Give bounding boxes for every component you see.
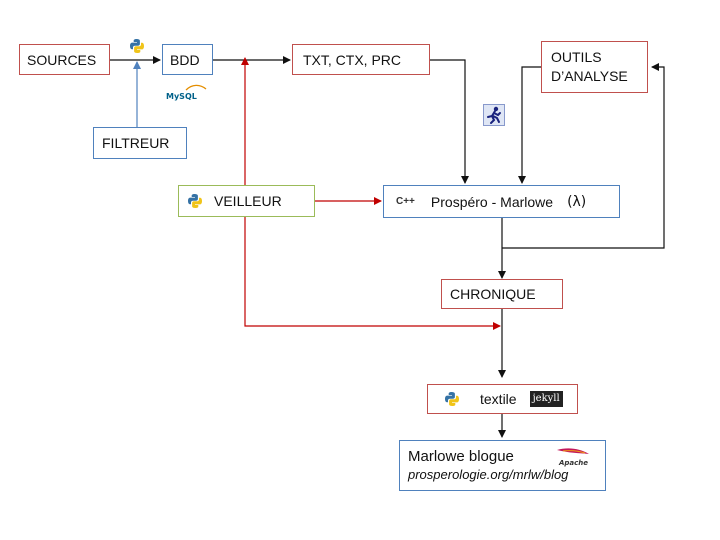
edge-veilleur-chronique xyxy=(244,216,501,330)
node-chronique: CHRONIQUE xyxy=(441,279,563,309)
node-prospero-lambda: (λ) xyxy=(567,193,587,210)
node-veilleur: VEILLEUR xyxy=(178,185,315,217)
node-sources-label: SOURCES xyxy=(27,51,97,68)
node-filtreur-label: FILTREUR xyxy=(102,135,170,151)
node-outils: OUTILS D’ANALYSE xyxy=(541,41,648,93)
edge-prospero-outils xyxy=(502,63,665,249)
node-prospero: C++ Prospéro - Marlowe (λ) xyxy=(383,185,620,218)
node-blog-url[interactable]: prosperologie.org/mrlw/blog xyxy=(408,466,569,482)
node-blog: Marlowe blogue prosperologie.org/mrlw/bl… xyxy=(399,440,606,491)
node-txt-label: TXT, CTX, PRC xyxy=(303,51,402,68)
node-blog-title: Marlowe blogue xyxy=(408,447,514,465)
python-icon xyxy=(188,194,202,208)
runner-icon xyxy=(483,104,505,126)
node-bdd: BDD xyxy=(162,44,213,75)
python-icon xyxy=(445,392,459,406)
mysql-logo: MySQL xyxy=(164,84,208,102)
node-outils-label-1: OUTILS xyxy=(551,49,602,65)
node-textile-label: textile xyxy=(480,391,517,407)
node-txt: TXT, CTX, PRC xyxy=(292,44,430,75)
python-icon xyxy=(130,39,144,53)
node-veilleur-label: VEILLEUR xyxy=(214,193,282,209)
cpp-icon: C++ xyxy=(396,196,415,207)
node-prospero-label: Prospéro - Marlowe xyxy=(430,193,554,210)
edge-outils-prospero xyxy=(518,66,541,184)
node-chronique-label: CHRONIQUE xyxy=(450,286,536,302)
mysql-logo-text: MySQL xyxy=(166,92,197,101)
apache-logo: Apache xyxy=(553,446,593,468)
node-textile: textile jekyll xyxy=(427,384,578,414)
node-bdd-label: BDD xyxy=(170,51,200,68)
node-outils-label-2: D’ANALYSE xyxy=(551,68,628,84)
edge-txt-prospero xyxy=(430,59,469,184)
jekyll-logo: jekyll xyxy=(529,391,563,407)
apache-logo-text: Apache xyxy=(558,459,588,467)
node-sources: SOURCES xyxy=(19,44,110,75)
node-filtreur: FILTREUR xyxy=(93,127,187,159)
